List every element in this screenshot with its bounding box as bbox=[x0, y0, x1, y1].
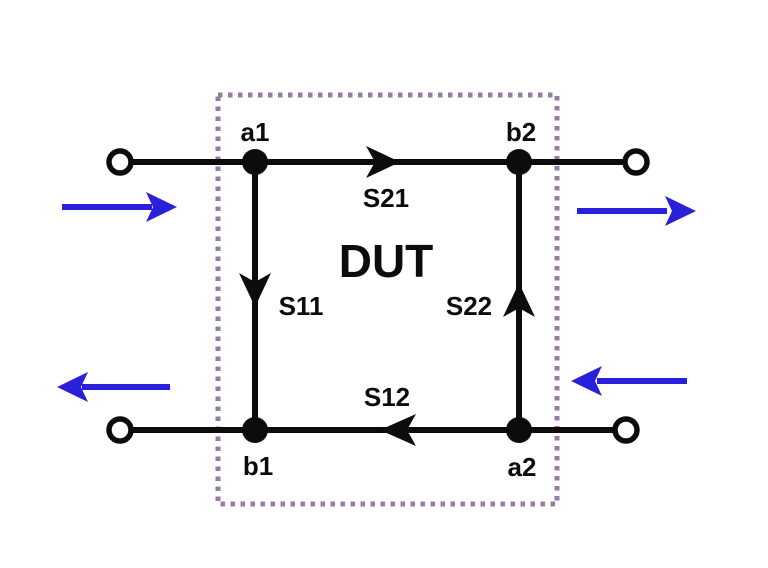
dut-boundary-box bbox=[215, 92, 560, 507]
label-s11: S11 bbox=[279, 291, 324, 321]
port1-top-terminal bbox=[106, 148, 134, 176]
label-s12: S12 bbox=[364, 382, 410, 412]
label-port-a2: a2 bbox=[508, 452, 537, 482]
blue-arrow-head-left-icon bbox=[57, 372, 88, 402]
label-s22: S22 bbox=[446, 291, 492, 321]
node-a2 bbox=[506, 417, 532, 443]
incident-wave-arrow-port1 bbox=[62, 192, 177, 222]
label-port-b2: b2 bbox=[506, 117, 536, 147]
s21-arrowhead-right-icon bbox=[366, 146, 400, 178]
blue-arrow-head-right-icon bbox=[146, 192, 177, 222]
node-a1 bbox=[242, 149, 268, 175]
label-s21: S21 bbox=[363, 183, 409, 213]
dut-title: DUT bbox=[339, 235, 434, 287]
incident-wave-arrow-port2 bbox=[571, 366, 687, 396]
reflected-wave-arrow-port1 bbox=[57, 372, 170, 402]
blue-arrow-head-left-icon bbox=[571, 366, 602, 396]
port2-top-terminal bbox=[622, 148, 650, 176]
node-b1 bbox=[242, 417, 268, 443]
blue-arrow-head-right-icon bbox=[665, 196, 696, 226]
port1-bottom-terminal bbox=[106, 416, 134, 444]
node-b2 bbox=[506, 149, 532, 175]
label-port-b1: b1 bbox=[243, 451, 273, 481]
port2-bottom-terminal bbox=[612, 416, 640, 444]
s11-arrowhead-down-icon bbox=[239, 273, 271, 307]
transmitted-wave-arrow-port2 bbox=[577, 196, 696, 226]
s12-arrowhead-left-icon bbox=[380, 414, 416, 446]
s22-arrowhead-up-icon bbox=[503, 283, 535, 317]
label-port-a1: a1 bbox=[241, 117, 270, 147]
